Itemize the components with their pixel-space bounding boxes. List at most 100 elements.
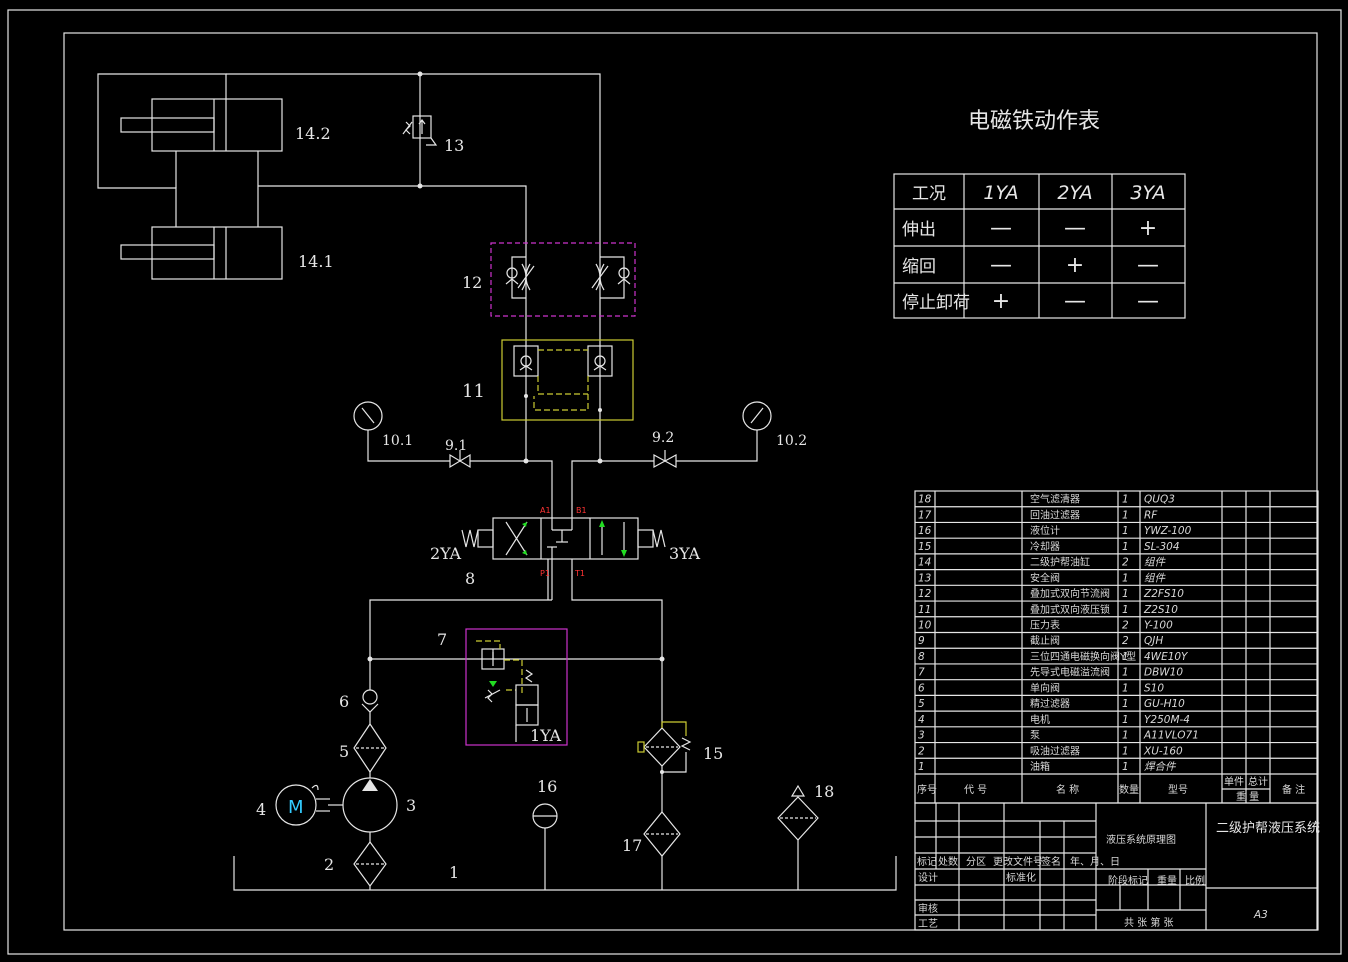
label-7: 7 (437, 630, 447, 649)
parts-row-name: 吸油过滤器 (1030, 744, 1080, 757)
relief-valve-7 (476, 640, 539, 742)
hdr-total: 总计 (1248, 775, 1268, 788)
parts-row-qty: 1 (1122, 651, 1129, 663)
parts-row-model: QUQ3 (1144, 494, 1175, 506)
hdr-model: 型号 (1168, 783, 1188, 796)
label-10-1: 10.1 (382, 433, 413, 449)
label-14-2: 14.2 (295, 124, 331, 143)
label-5: 5 (339, 742, 349, 761)
label-9-1: 9.1 (445, 438, 467, 454)
label-10-2: 10.2 (776, 433, 807, 449)
parts-row-qty: 1 (1122, 745, 1129, 757)
label-6: 6 (339, 692, 349, 711)
tb-scale: 比例 (1185, 874, 1205, 887)
level-gauge-16 (532, 803, 558, 890)
parts-row-no: 8 (918, 651, 925, 663)
label-13: 13 (444, 136, 464, 155)
parts-row-qty: 1 (1122, 525, 1129, 537)
cooler-15 (637, 659, 692, 812)
stop-valve-9-2 (571, 450, 677, 518)
port-p1: P1 (540, 569, 550, 578)
parts-row-model: 组件 (1144, 557, 1167, 569)
parts-row-no: 18 (918, 494, 932, 506)
revision-cell: 分区 (966, 856, 986, 868)
port-a1: A1 (540, 506, 551, 515)
label-9-2: 9.2 (652, 430, 674, 446)
parts-row-no: 4 (918, 714, 925, 726)
action-table-cell: + (992, 289, 1010, 314)
label-16: 16 (537, 777, 557, 796)
parts-row-no: 9 (918, 635, 925, 647)
pressure-gauge-10-2 (676, 401, 772, 462)
parts-row-no: 6 (918, 682, 925, 694)
parts-row-qty: 1 (1122, 509, 1129, 521)
label-8: 8 (465, 569, 475, 588)
action-table-cell: 停止卸荷 (902, 293, 970, 313)
parts-row-model: Z2S10 (1143, 604, 1178, 616)
hdr-code: 代 号 (964, 784, 987, 796)
label-15: 15 (703, 744, 723, 763)
tb-design: 设计 (918, 871, 938, 884)
parts-row-name: 单向阀 (1030, 681, 1060, 694)
suction-filter-2 (353, 840, 387, 890)
motor-4: M (275, 784, 330, 826)
parts-row-name: 截止阀 (1030, 634, 1060, 647)
revision-cell: 标记 (917, 856, 937, 868)
parts-row-model: SL-304 (1144, 541, 1180, 553)
parts-row-name: 三位四通电磁换向阀Y型 (1030, 650, 1136, 663)
action-table-cell: — (1064, 216, 1086, 241)
label-3ya: 3YA (669, 544, 701, 563)
parts-row-no: 10 (918, 620, 932, 632)
parts-row-name: 叠加式双向液压锁 (1030, 603, 1110, 616)
parts-row-model: 4WE10Y (1144, 651, 1189, 663)
check-valve-6 (361, 659, 379, 713)
label-12: 12 (462, 273, 482, 292)
filter-5 (353, 712, 387, 778)
parts-row-no: 5 (918, 698, 925, 710)
hdr-unit: 单件 (1224, 776, 1244, 788)
parts-row-name: 液位计 (1030, 524, 1060, 537)
parts-row-qty: 2 (1122, 620, 1129, 632)
parts-row-no: 17 (918, 509, 932, 521)
parts-row-model: Y250M-4 (1144, 714, 1190, 726)
throttle-valve-12-box (490, 242, 636, 317)
parts-row-model: YWZ-100 (1144, 525, 1192, 537)
parts-row-qty: 2 (1122, 635, 1129, 647)
parts-row-name: 电机 (1030, 713, 1050, 726)
safety-valve-13 (402, 115, 438, 146)
revision-cell: 更改文件号 (993, 855, 1043, 868)
action-table-cell: — (990, 253, 1012, 278)
parts-row-no: 14 (918, 557, 931, 569)
action-table-cell: — (1137, 253, 1159, 278)
parts-row-model: RF (1144, 509, 1158, 521)
paper-size: A3 (1253, 909, 1268, 921)
tb-stage: 阶段标记 (1108, 874, 1148, 887)
parts-row-no: 16 (918, 525, 932, 537)
action-table-header: 1YA (983, 182, 1018, 204)
action-table-cell: + (1066, 253, 1084, 278)
cylinder-14-1 (120, 226, 283, 280)
parts-row-model: A11VLO71 (1143, 730, 1199, 742)
parts-row-qty: 1 (1122, 604, 1129, 616)
label-2ya: 2YA (430, 544, 462, 563)
parts-row-qty: 1 (1122, 761, 1129, 773)
parts-row-model: 组件 (1144, 572, 1167, 584)
action-table-cell: 伸出 (902, 220, 936, 240)
revision-cell: 处数 (938, 855, 958, 868)
tb-sheets: 共 张 第 张 (1124, 916, 1174, 929)
pump-3 (328, 777, 398, 842)
parts-row-qty: 2 (1122, 557, 1129, 569)
parts-row-name: 空气滤清器 (1030, 493, 1080, 506)
return-filter-17 (643, 811, 681, 890)
title-block-grid (914, 802, 1319, 931)
parts-row-name: 安全阀 (1030, 571, 1060, 584)
label-18: 18 (814, 782, 834, 801)
action-table-cell: — (1137, 289, 1159, 314)
parts-row-name: 冷却器 (1030, 540, 1060, 553)
parts-row-qty: 1 (1122, 730, 1129, 742)
label-1ya: 1YA (530, 726, 562, 745)
action-table-cell: + (1139, 216, 1157, 241)
motor-symbol: M (288, 797, 304, 818)
